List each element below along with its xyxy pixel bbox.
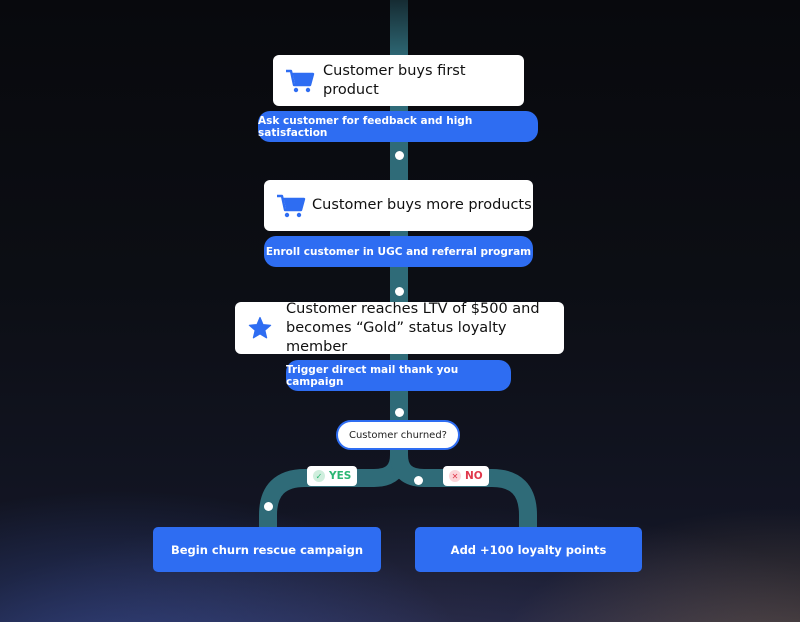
decision-node-churned: Customer churned?: [336, 420, 460, 450]
action-churn-rescue: Begin churn rescue campaign: [153, 527, 381, 572]
x-icon: ✕: [449, 470, 461, 482]
step-action-direct-mail: Trigger direct mail thank you campaign: [286, 360, 511, 391]
yes-branch-line: [259, 440, 408, 532]
step-title-line: Customer reaches LTV of $500 and: [286, 300, 540, 317]
connector-dot: [395, 151, 404, 160]
star-icon: [247, 315, 273, 341]
no-badge: ✕ NO: [443, 466, 489, 486]
step-node-gold-status: Customer reaches LTV of $500 and becomes…: [235, 300, 564, 357]
step-action-ugc-referral: Enroll customer in UGC and referral prog…: [264, 236, 533, 267]
connector-dot: [395, 408, 404, 417]
connector-dot: [264, 502, 273, 511]
step-title: Customer reaches LTV of $500 and becomes…: [286, 300, 564, 357]
check-icon: ✓: [313, 470, 325, 482]
shopping-cart-icon: [276, 191, 306, 221]
yes-label: YES: [329, 470, 352, 482]
action-loyalty-points: Add +100 loyalty points: [415, 527, 642, 572]
step-title-line: becomes “Gold” status loyalty member: [286, 319, 507, 355]
connector-dot: [414, 476, 423, 485]
trunk-top-line: [390, 0, 408, 60]
step-title: Customer buys first product: [323, 62, 466, 98]
step-action-feedback: Ask customer for feedback and high satis…: [258, 111, 538, 142]
yes-badge: ✓ YES: [307, 466, 358, 486]
no-branch-line: [390, 440, 537, 532]
step-title: Customer buys more products: [312, 197, 532, 213]
step-node-more-purchases: Customer buys more products: [264, 180, 533, 231]
connector-dot: [395, 287, 404, 296]
step-node-first-purchase: Customer buys first product: [273, 55, 524, 106]
shopping-cart-icon: [285, 66, 315, 96]
no-label: NO: [465, 470, 483, 482]
